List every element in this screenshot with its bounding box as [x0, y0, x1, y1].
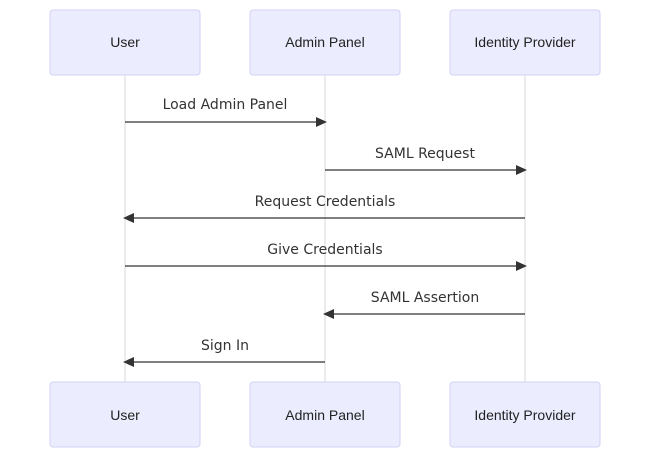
arrowhead-left-icon [323, 309, 334, 319]
message-request-credentials: Request Credentials [123, 194, 525, 223]
actor-box [49, 381, 201, 448]
actor-identity-provider-bottom: Identity Provider [449, 381, 601, 448]
arrowhead-right-icon [316, 117, 327, 127]
arrowhead-right-icon [516, 261, 527, 271]
message-load-admin-panel: Load Admin Panel [125, 97, 327, 127]
message-sign-in: Sign In [123, 338, 325, 367]
actor-box [449, 9, 601, 76]
actor-admin-panel-top: Admin Panel [249, 9, 401, 76]
actor-label: User [110, 407, 140, 423]
actor-user-bottom: User [49, 381, 201, 448]
actor-user-top: User [49, 9, 201, 76]
message-label: Give Credentials [267, 242, 382, 258]
actor-box [449, 381, 601, 448]
message-label: Load Admin Panel [163, 97, 288, 113]
actor-label: User [110, 34, 140, 50]
message-give-credentials: Give Credentials [125, 242, 527, 271]
actor-label: Identity Provider [474, 407, 575, 423]
actor-box [249, 9, 401, 76]
actor-box [249, 381, 401, 448]
arrowhead-left-icon [123, 213, 134, 223]
message-saml-request: SAML Request [325, 146, 527, 175]
message-label: Sign In [201, 338, 249, 354]
actor-label: Admin Panel [285, 34, 364, 50]
actor-box [49, 9, 201, 76]
message-label: Request Credentials [255, 194, 396, 210]
actor-label: Identity Provider [474, 34, 575, 50]
message-label: SAML Request [375, 146, 475, 162]
message-saml-assertion: SAML Assertion [323, 290, 525, 319]
message-label: SAML Assertion [371, 290, 479, 306]
arrowhead-left-icon [123, 357, 134, 367]
actor-label: Admin Panel [285, 407, 364, 423]
arrowhead-right-icon [516, 165, 527, 175]
actor-identity-provider-top: Identity Provider [449, 9, 601, 76]
actor-admin-panel-bottom: Admin Panel [249, 381, 401, 448]
